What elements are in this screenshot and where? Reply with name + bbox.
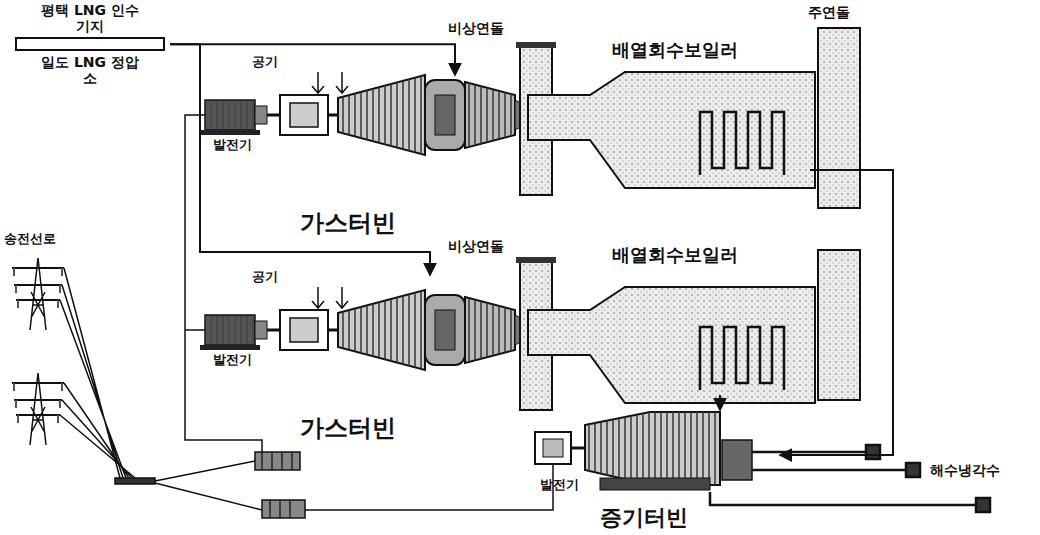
node-label: 배열회수보일러 [612,40,738,61]
pipe-connector [170,44,455,75]
pipe-connector [719,395,721,410]
hrsg-unit [516,257,815,410]
node-label: 배열회수보일러 [612,245,738,266]
part-label: 발전기 [213,138,252,153]
hrsg-region: 배열회수보일러 [540,40,810,210]
part-label: 공기 [252,55,278,70]
part-label: 비상연돌 [448,20,504,36]
lng-station-box: 평택 LNG 인수기지일도 LNG 정압소 [10,2,170,86]
part-label: 송전선로 [4,232,56,247]
node-label: 증기터빈 [600,505,688,530]
node-label: 가스터빈 [300,210,396,238]
steam-turbine-region: 증기터빈 [560,410,780,532]
gas-turbine-unit [200,287,530,370]
part-label: 공기 [252,270,278,285]
gas-turbine-region: 가스터빈 [290,275,530,445]
node-label: 가스터빈 [300,415,396,443]
part-label: 비상연돌 [448,238,504,254]
transmission-towers [12,258,64,445]
gas-turbine-unit [200,72,530,155]
node-label: 평택 LNG 인수기지 [35,2,145,34]
main-stack [818,28,860,208]
hrsg-unit [516,42,815,195]
part-label: 발전기 [213,353,252,368]
hrsg-region: 배열회수보일러 [540,245,810,395]
gas-turbine-region: 가스터빈 [290,75,530,240]
lng-station-bar [15,37,165,51]
pipe-connector [170,44,430,275]
part-label: 해수냉각수 [930,462,1000,478]
main-stack [818,250,860,400]
part-label: 주연돌 [808,4,850,20]
power-wires [60,115,553,518]
pipe-connector [780,170,893,455]
node-label: 일도 LNG 정압소 [35,54,145,86]
part-label: 발전기 [540,478,579,493]
